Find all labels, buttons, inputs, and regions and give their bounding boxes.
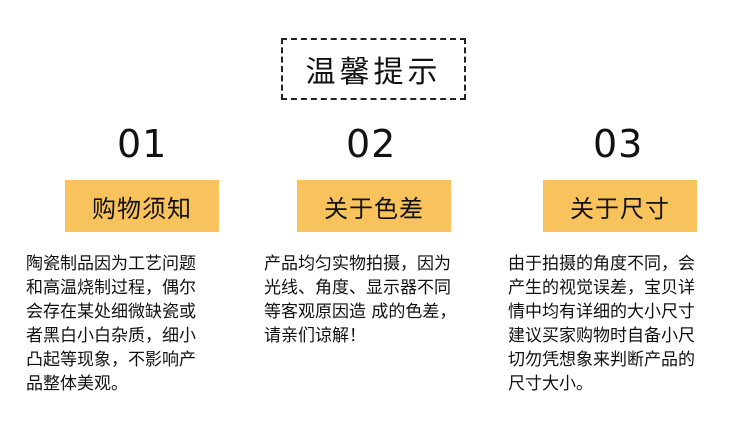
column-number: 03 bbox=[593, 122, 644, 166]
notice-title: 温馨提示 bbox=[281, 38, 466, 100]
column-number: 02 bbox=[346, 122, 397, 166]
column-description: 陶瓷制品因为工艺问题 和高温烧制过程，偶尔 会存在某处细微缺瓷或 者黑白小白杂质… bbox=[26, 254, 196, 394]
column-tag-size: 关于尺寸 bbox=[543, 180, 697, 232]
column-tag-shopping-notice: 购物须知 bbox=[65, 180, 219, 232]
column-description: 由于拍摄的角度不同，会 产生的视觉误差，宝贝详 情中均有详细的大小尺寸 建议买家… bbox=[508, 254, 695, 394]
column-description: 产品均匀实物拍摄，因为 光线、角度、显示器不同 等客观原因造 成的色差， 请亲们… bbox=[264, 254, 457, 346]
column-number: 01 bbox=[117, 122, 168, 166]
column-tag-color-difference: 关于色差 bbox=[297, 180, 451, 232]
